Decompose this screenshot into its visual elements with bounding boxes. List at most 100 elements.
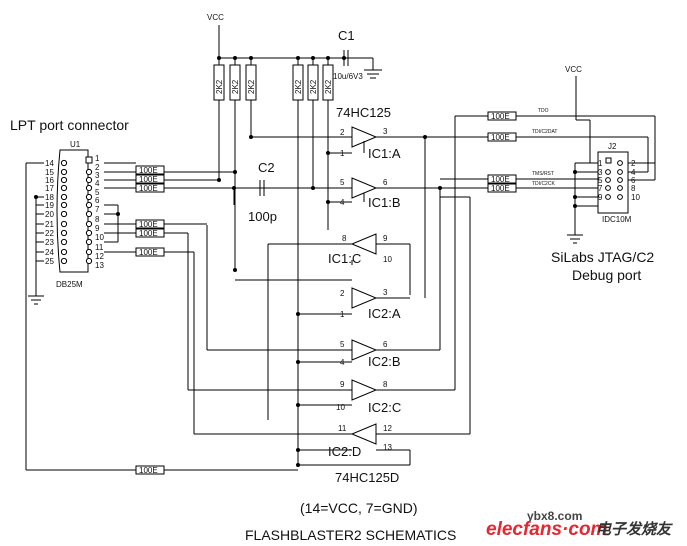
c1-value: 10u/6V3 — [333, 72, 363, 81]
svg-text:10: 10 — [336, 403, 345, 412]
site-watermark: ybx8.com elecfans·com 电子发烧友 — [486, 509, 673, 540]
pullup-resistor-5: 2K2 — [307, 64, 319, 101]
pullup-resistor-2: 2K2 — [229, 64, 241, 101]
buffer-ic2-c: 9 8 10 IC2:C — [336, 379, 401, 415]
svg-text:TDI/C2DAT: TDI/C2DAT — [532, 129, 557, 135]
vcc-label-main: VCC — [207, 13, 224, 22]
svg-text:2K2: 2K2 — [294, 79, 303, 94]
svg-text:16: 16 — [45, 176, 54, 185]
svg-text:100E: 100E — [139, 166, 158, 175]
svg-text:100E: 100E — [139, 248, 158, 257]
svg-text:22: 22 — [45, 229, 54, 238]
svg-text:10: 10 — [95, 233, 104, 242]
svg-text:1: 1 — [340, 149, 345, 158]
svg-text:20: 20 — [45, 210, 54, 219]
svg-text:18: 18 — [45, 193, 54, 202]
svg-text:100E: 100E — [139, 220, 158, 229]
power-note: (14=VCC, 7=GND) — [300, 500, 417, 516]
svg-text:7: 7 — [598, 184, 603, 193]
svg-text:IC2:D: IC2:D — [328, 444, 361, 459]
svg-text:6: 6 — [383, 340, 388, 349]
svg-text:100E: 100E — [491, 133, 510, 142]
pullup-resistor-6: 2K2 — [322, 64, 334, 101]
svg-text:3: 3 — [598, 168, 603, 177]
series-resistor-pin4: 100E — [135, 174, 165, 184]
svg-text:4: 4 — [340, 198, 345, 207]
svg-text:2: 2 — [95, 163, 100, 172]
ic1-part-label: 74HC125 — [336, 105, 391, 120]
svg-text:12: 12 — [383, 424, 392, 433]
svg-text:19: 19 — [45, 201, 54, 210]
series-resistor-tdo: 100E — [487, 111, 517, 121]
svg-text:1: 1 — [340, 310, 345, 319]
schematic-title: FLASHBLASTER2 SCHEMATICS — [245, 527, 456, 543]
svg-text:100E: 100E — [491, 184, 510, 193]
j2-refdes: J2 — [608, 142, 617, 151]
svg-text:IC2:B: IC2:B — [368, 354, 401, 369]
svg-text:1: 1 — [95, 154, 100, 163]
svg-text:4: 4 — [631, 168, 636, 177]
svg-text:4: 4 — [95, 179, 100, 188]
junction-dots — [34, 56, 577, 467]
svg-text:100E: 100E — [491, 175, 510, 184]
svg-text:6: 6 — [95, 196, 100, 205]
svg-text:elecfans·com: elecfans·com — [486, 519, 608, 540]
c2-refdes: C2 — [258, 160, 275, 175]
svg-text:4: 4 — [340, 358, 345, 367]
buffer-ic1-a: 2 3 1 IC1:A — [340, 126, 401, 161]
series-resistor-tdi: 100E — [487, 132, 517, 142]
svg-text:ybx8.com: ybx8.com — [527, 509, 582, 523]
buffer-ic2-a: 2 3 1 IC2:A — [340, 287, 401, 321]
series-resistor-pin3: 100E — [135, 165, 165, 175]
vcc-label-jtag: VCC — [565, 65, 582, 74]
svg-text:10: 10 — [383, 255, 392, 264]
svg-text:10: 10 — [631, 193, 640, 202]
db25-left-pin-numbers: 14 15 16 17 18 19 20 21 22 23 24 25 — [45, 159, 54, 266]
svg-text:100E: 100E — [139, 184, 158, 193]
c1-refdes: C1 — [338, 28, 355, 43]
buffer-ic2-d: 11 12 13 IC2:D — [328, 423, 392, 459]
svg-text:8: 8 — [383, 380, 388, 389]
svg-text:24: 24 — [45, 248, 54, 257]
lpt-connector-title: LPT port connector — [10, 117, 129, 133]
series-resistor-pin5: 100E — [135, 183, 165, 193]
svg-text:2K2: 2K2 — [215, 79, 224, 94]
c2-value: 100p — [248, 209, 277, 224]
svg-text:8: 8 — [342, 234, 347, 243]
series-resistor-tms: 100E — [487, 174, 517, 184]
svg-text:6: 6 — [631, 176, 636, 185]
buffer-ic1-c: 8 9 10 IC1:C — [328, 233, 392, 266]
svg-text:5: 5 — [340, 340, 345, 349]
buffer-ic2-b: 5 6 4 IC2:B — [340, 339, 401, 369]
svg-text:8: 8 — [95, 215, 100, 224]
db25-refdes: U1 — [70, 140, 81, 149]
series-resistor-tck: 100E — [487, 183, 517, 193]
j2-part-name: IDC10M — [602, 215, 632, 224]
db25-part-name: DB25M — [56, 280, 83, 289]
svg-text:TDI/C2CK: TDI/C2CK — [532, 181, 555, 187]
svg-text:TDO: TDO — [538, 108, 549, 114]
db25-connector: 1 2 3 4 5 6 7 8 9 10 11 12 13 14 15 16 1… — [45, 140, 104, 289]
ic2-part-label: 74HC125D — [335, 470, 399, 485]
series-resistor-pin8: 100E — [135, 219, 165, 229]
svg-text:100E: 100E — [139, 175, 158, 184]
svg-text:21: 21 — [45, 220, 54, 229]
svg-text:13: 13 — [383, 443, 392, 452]
svg-text:IC1:C: IC1:C — [328, 251, 361, 266]
svg-text:12: 12 — [95, 252, 104, 261]
svg-text:2: 2 — [340, 128, 345, 137]
svg-text:15: 15 — [45, 168, 54, 177]
svg-text:9: 9 — [95, 224, 100, 233]
svg-text:2K2: 2K2 — [324, 79, 333, 94]
jtag-signal-names: TDO TDI/C2DAT TMS/RST TDI/C2CK — [532, 108, 557, 187]
svg-text:14: 14 — [45, 159, 54, 168]
svg-text:11: 11 — [338, 424, 347, 433]
wires — [25, 25, 656, 471]
svg-text:5: 5 — [598, 176, 603, 185]
svg-text:3: 3 — [383, 127, 388, 136]
pullup-resistor-4: 2K2 — [292, 64, 304, 101]
svg-text:2K2: 2K2 — [247, 79, 256, 94]
jtag-title-line1: SiLabs JTAG/C2 — [551, 249, 654, 265]
